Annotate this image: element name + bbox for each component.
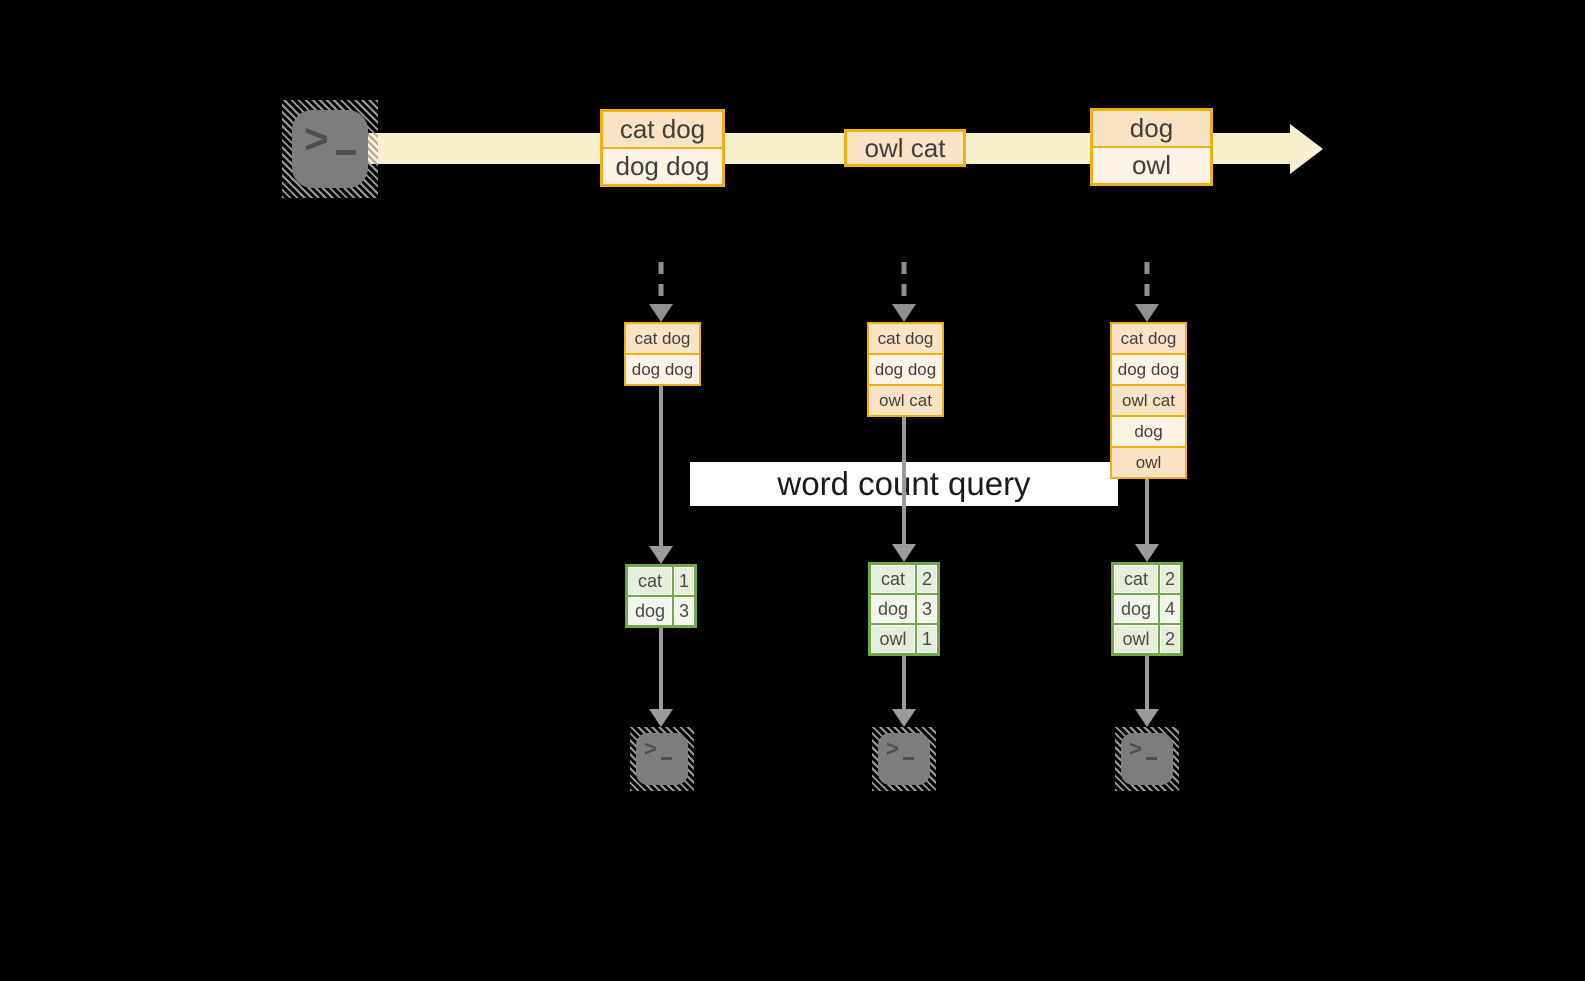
count-row: cat 1 bbox=[628, 567, 694, 595]
count-table-2: cat 2 dog 3 owl 1 bbox=[868, 562, 940, 656]
flow-arrowhead-icon bbox=[1135, 544, 1159, 562]
terminal-screen: > bbox=[878, 733, 930, 785]
buffer-box-1: cat dog dog dog bbox=[624, 322, 701, 386]
terminal-screen: > bbox=[636, 733, 688, 785]
flow-arrow-line bbox=[902, 417, 906, 544]
buffer-record: owl bbox=[1112, 448, 1185, 477]
stream-record: dog dog bbox=[603, 149, 722, 184]
flow-arrowhead-icon bbox=[649, 709, 673, 727]
buffer-box-2: cat dog dog dog owl cat bbox=[867, 322, 944, 417]
prompt-underscore-icon bbox=[336, 150, 356, 155]
prompt-chevron-icon: > bbox=[304, 115, 329, 162]
stream-record: cat dog bbox=[603, 112, 722, 147]
buffer-record: dog dog bbox=[869, 355, 942, 384]
buffer-record: owl cat bbox=[869, 386, 942, 415]
flow-arrow-line bbox=[1145, 656, 1149, 709]
buffer-record: cat dog bbox=[1112, 324, 1185, 353]
flow-arrowhead-icon bbox=[892, 709, 916, 727]
count-word: cat bbox=[871, 565, 915, 593]
count-row: dog 3 bbox=[871, 595, 937, 623]
flow-arrow-line bbox=[902, 656, 906, 709]
sink-terminal-icon: > bbox=[1115, 727, 1179, 791]
dashed-arrowhead-icon bbox=[1135, 304, 1159, 322]
count-word: cat bbox=[1114, 565, 1158, 593]
terminal-screen: > bbox=[292, 110, 368, 188]
stream-batch-2: owl cat bbox=[844, 129, 966, 167]
stream-batch-1: cat dog dog dog bbox=[600, 109, 725, 187]
buffer-record: dog dog bbox=[626, 355, 699, 384]
buffer-record: cat dog bbox=[869, 324, 942, 353]
count-value: 2 bbox=[917, 565, 937, 593]
dashed-arrowhead-icon bbox=[649, 304, 673, 322]
buffer-box-3: cat dog dog dog owl cat dog owl bbox=[1110, 322, 1187, 479]
flow-arrowhead-icon bbox=[1135, 709, 1159, 727]
stream-record: dog bbox=[1093, 111, 1210, 146]
dashed-arrow-line bbox=[901, 262, 907, 304]
buffer-record: dog dog bbox=[1112, 355, 1185, 384]
count-value: 4 bbox=[1160, 595, 1180, 623]
sink-terminal-icon: > bbox=[630, 727, 694, 791]
buffer-record: cat dog bbox=[626, 324, 699, 353]
flow-arrow-line bbox=[659, 386, 663, 546]
count-value: 3 bbox=[917, 595, 937, 623]
prompt-underscore-icon bbox=[903, 757, 914, 760]
count-table-1: cat 1 dog 3 bbox=[625, 564, 697, 628]
sink-terminal-icon: > bbox=[872, 727, 936, 791]
dashed-arrowhead-icon bbox=[892, 304, 916, 322]
count-table-3: cat 2 dog 4 owl 2 bbox=[1111, 562, 1183, 656]
count-word: owl bbox=[871, 625, 915, 653]
count-word: owl bbox=[1114, 625, 1158, 653]
count-value: 3 bbox=[674, 597, 694, 625]
prompt-underscore-icon bbox=[661, 757, 672, 760]
flow-arrowhead-icon bbox=[649, 546, 673, 564]
flow-arrow-line bbox=[659, 628, 663, 709]
count-value: 1 bbox=[674, 567, 694, 595]
count-row: dog 4 bbox=[1114, 595, 1180, 623]
prompt-chevron-icon: > bbox=[1129, 736, 1142, 761]
dashed-arrow-line bbox=[1144, 262, 1150, 304]
source-terminal-icon: > bbox=[282, 100, 378, 198]
stream-record: owl cat bbox=[847, 132, 963, 164]
count-row: owl 2 bbox=[1114, 625, 1180, 653]
stream-timeline-arrowhead-icon bbox=[1290, 124, 1323, 174]
count-value: 1 bbox=[917, 625, 937, 653]
terminal-screen: > bbox=[1121, 733, 1173, 785]
flow-arrowhead-icon bbox=[892, 544, 916, 562]
count-word: dog bbox=[1114, 595, 1158, 623]
count-value: 2 bbox=[1160, 565, 1180, 593]
stream-batch-3: dog owl bbox=[1090, 108, 1213, 186]
prompt-chevron-icon: > bbox=[644, 736, 657, 761]
prompt-underscore-icon bbox=[1146, 757, 1157, 760]
buffer-record: owl cat bbox=[1112, 386, 1185, 415]
flow-arrow-line bbox=[1145, 479, 1149, 544]
prompt-chevron-icon: > bbox=[886, 736, 899, 761]
count-row: cat 2 bbox=[1114, 565, 1180, 593]
count-row: owl 1 bbox=[871, 625, 937, 653]
count-word: dog bbox=[871, 595, 915, 623]
count-word: cat bbox=[628, 567, 672, 595]
count-value: 2 bbox=[1160, 625, 1180, 653]
count-row: dog 3 bbox=[628, 597, 694, 625]
buffer-record: dog bbox=[1112, 417, 1185, 446]
dashed-arrow-line bbox=[658, 262, 664, 304]
count-row: cat 2 bbox=[871, 565, 937, 593]
stream-record: owl bbox=[1093, 148, 1210, 183]
count-word: dog bbox=[628, 597, 672, 625]
